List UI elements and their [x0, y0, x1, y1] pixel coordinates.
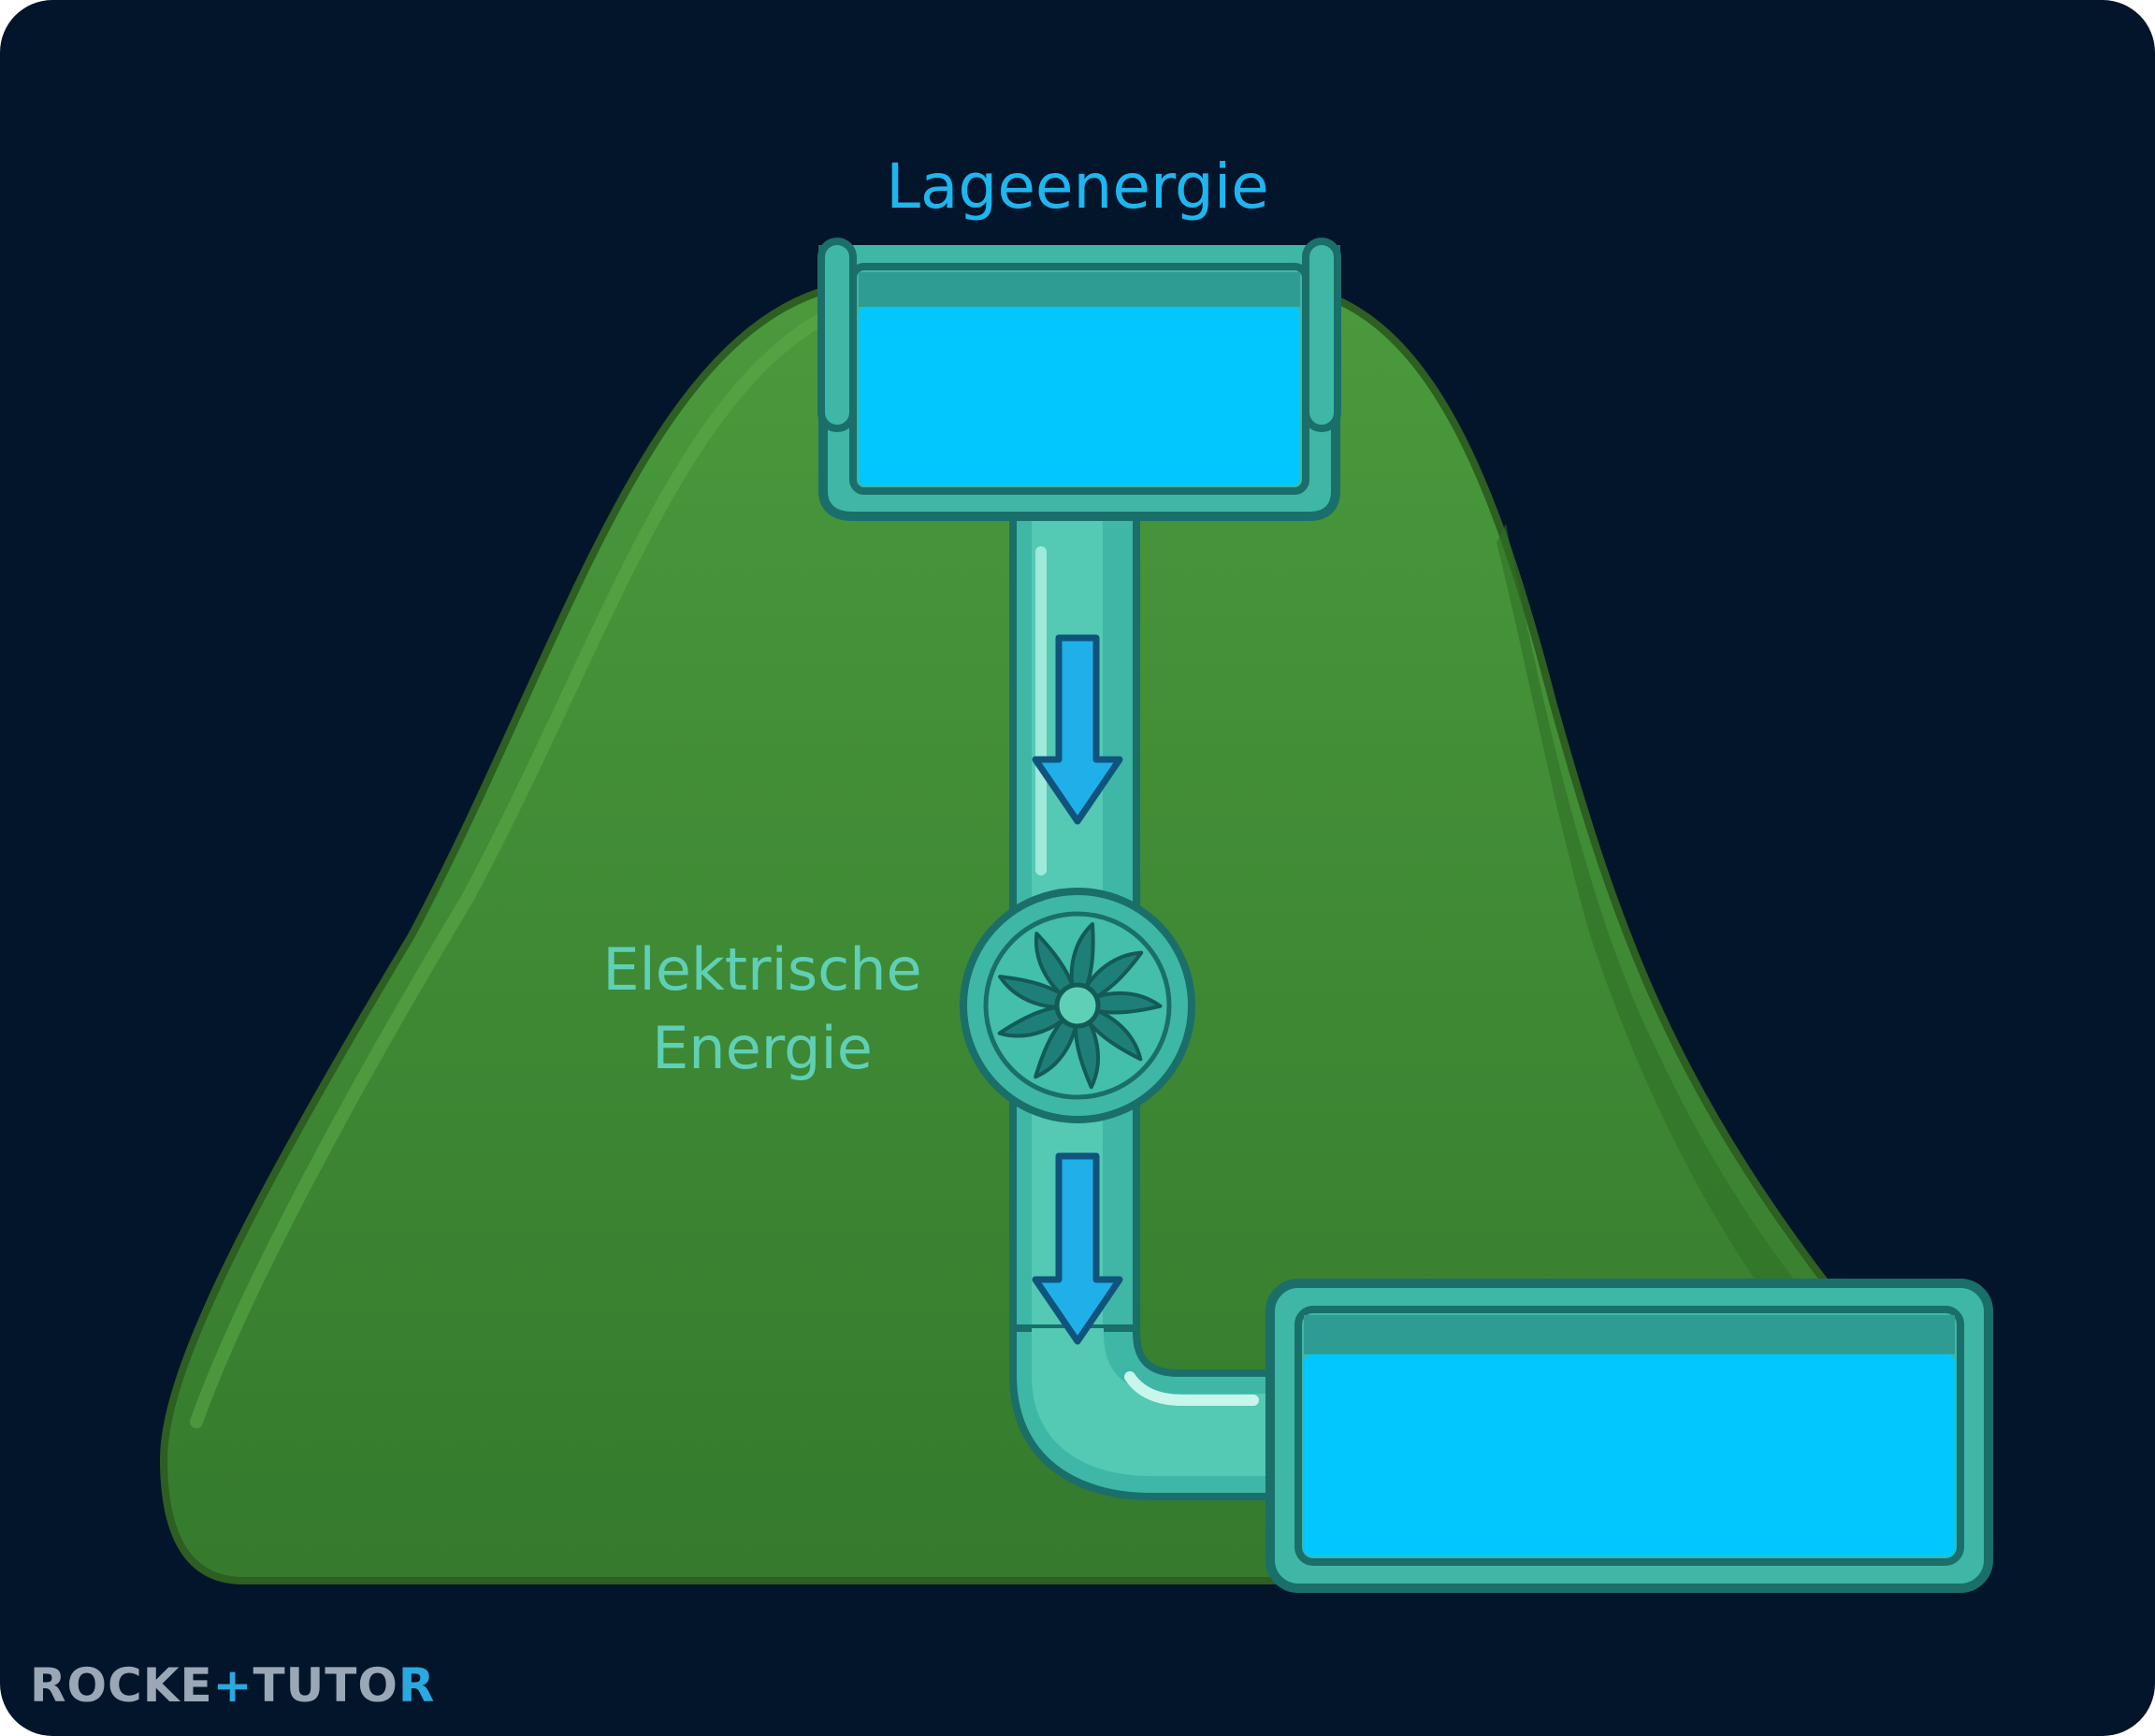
label-potential-energy: Lageenergie: [886, 151, 1269, 223]
turbine-icon: [960, 888, 1195, 1123]
upper-water-surface: [859, 272, 1300, 307]
label-electrical-energy: Elektrische Energie: [528, 931, 996, 1088]
upper-reservoir: [817, 238, 1341, 521]
arrow-down-icon: [1032, 1152, 1123, 1345]
logo-part-2: +: [212, 1658, 253, 1713]
upper-water: [859, 307, 1300, 485]
lower-water-surface: [1304, 1315, 1955, 1354]
lower-reservoir: [1266, 1279, 1993, 1593]
brand-logo: ROCKE+TUTOR: [30, 1657, 435, 1714]
arrow-down-icon: [1032, 634, 1123, 825]
logo-part-3: TUTO: [253, 1658, 398, 1713]
label-electrical-energy-line2: Energie: [652, 1014, 873, 1082]
elbow-shine: [1124, 1371, 1259, 1406]
mountain-highlight: [190, 311, 830, 1428]
logo-part-4: R: [398, 1658, 436, 1713]
logo-part-1: ROCKE: [30, 1658, 213, 1713]
lower-water: [1304, 1354, 1955, 1556]
label-electrical-energy-line1: Elektrische: [602, 935, 922, 1004]
